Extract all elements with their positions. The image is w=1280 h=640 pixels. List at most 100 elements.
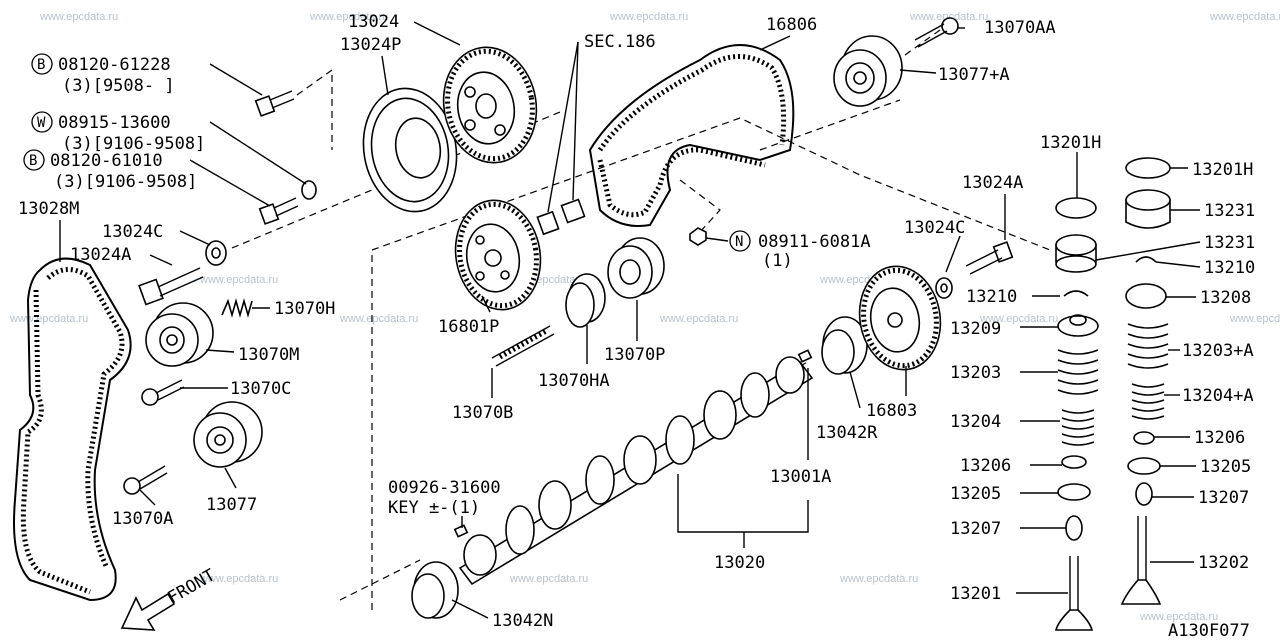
callout-letter: N [735,234,743,250]
label-13210-left: 13210 [966,287,1017,307]
spring-13070H [221,298,253,318]
label-13070H: 13070H [274,299,335,319]
callout-W: W [31,111,53,133]
label-13201: 13201 [950,584,1001,604]
tensioner-pulley-13077 [193,401,263,468]
label-13020: 13020 [714,553,765,573]
watermark: www.epcdata.ru [909,11,988,23]
label-13001A: 13001A [770,467,831,487]
label-08915-13600: 08915-13600 [58,113,171,133]
label-08120-61010: 08120-61010 [50,151,163,171]
label-13209: 13209 [950,319,1001,339]
washer-13024C-right [935,277,953,299]
bolt-13070A [123,465,168,495]
bolt-13070C [141,379,185,406]
watermark: www.epcdata.ru [9,313,88,325]
label-13070P: 13070P [604,345,665,365]
label-13203: 13203 [950,363,1001,383]
washer-13024C-left [205,240,227,266]
sprocket-16803 [858,265,942,371]
sprocket-16801P [454,199,542,311]
callout-letter: W [37,115,46,131]
label-qty-b2: (3)[9106-9508] [54,172,197,192]
front-label: FRONT [165,565,219,608]
label-13205-right: 13205 [1200,457,1251,477]
watermark: www.epcdata.ru [509,573,588,585]
valve-stack-right [1120,157,1171,605]
label-13210-right: 13210 [1204,258,1255,278]
callout-letter: B [29,153,37,169]
label-16803: 16803 [866,401,917,421]
watermark: www.epcdata.ru [1209,11,1280,23]
watermark: www.epcdata.ru [659,313,738,325]
watermark: www.epcdata.ru [199,274,278,286]
bolt-13024A [138,267,204,306]
label-13202: 13202 [1198,553,1249,573]
label-13077A: 13077+A [938,65,1010,85]
front-arrow: FRONT [120,565,219,631]
washers-sec186 [536,198,586,236]
label-13077: 13077 [206,495,257,515]
figure-code: A130F077 [1168,621,1250,640]
tensioner-pulley-13077A [833,35,903,107]
key-00926 [453,524,469,538]
label-13024P: 13024P [340,35,401,55]
watermark: www.epcdata.ru [1229,313,1280,325]
callout-letter: B [37,57,45,73]
label-16801P: 16801P [438,317,499,337]
label-13205-left: 13205 [950,484,1001,504]
label-13204A: 13204+A [1182,386,1254,406]
sprocket-13024 [442,46,538,164]
bolt-13070AA [914,17,959,48]
label-13070HA: 13070HA [538,371,610,391]
label-13201H-left: 13201H [1040,133,1101,153]
label-13042R: 13042R [816,423,878,443]
watermark: www.epcdata.ru [839,573,918,585]
leader-lines [59,21,1201,619]
label-00926-31600: 00926-31600 [388,478,501,498]
watermark: www.epcdata.ru [199,573,278,585]
pulley-13070P [607,237,665,299]
label-13208: 13208 [1200,288,1251,308]
part-labels: 13024 13024P SEC.186 16806 13070AA 13077… [18,12,1255,640]
label-13207-left: 13207 [950,519,1001,539]
backplate-13024P [362,87,458,213]
label-13207-right: 13207 [1198,488,1249,508]
label-13024A-right: 13024A [962,173,1023,193]
label-13070M: 13070M [238,345,299,365]
label-13070C: 13070C [230,379,291,399]
label-13070B: 13070B [452,403,513,423]
label-qty-w: (3)[9106-9508] [62,134,205,154]
label-08911-6081A: 08911-6081A [758,232,871,252]
label-13024C-right: 13024C [904,218,965,238]
watermark: www.epcdata.ru [309,11,388,23]
label-key: KEY ±-(1) [388,498,480,518]
stud-13070B [491,325,555,367]
seal-13042N [411,561,459,619]
bolt-13024A-right [965,241,1014,275]
label-qty-n: (1) [762,251,793,271]
camshaft-13020 [458,356,814,586]
label-13042N: 13042N [492,611,553,631]
label-13024A-left: 13024A [70,245,131,265]
watermark: www.epcdata.ru [609,11,688,23]
watermark: www.epcdata.ru [39,11,118,23]
label-13024: 13024 [348,12,399,32]
label-qty-b1: (3)[9508- ] [62,76,175,96]
label-sec186: SEC.186 [584,32,656,52]
label-08120-61228: 08120-61228 [58,55,171,75]
label-13231-a: 13231 [1204,201,1255,221]
valve-stack-left [1054,197,1099,631]
label-13070AA: 13070AA [984,18,1056,38]
label-16806: 16806 [766,15,817,35]
callout-B-bottom: B [23,149,45,171]
label-13204: 13204 [950,412,1001,432]
watermark: www.epcdata.ru [979,313,1058,325]
label-13203A: 13203+A [1182,341,1254,361]
bolts-upper-left [254,90,317,225]
callout-B-top: B [31,53,53,75]
label-13028M: 13028M [18,199,79,219]
nut-08911-6081A [689,227,707,246]
label-13206-left: 13206 [960,456,1011,476]
